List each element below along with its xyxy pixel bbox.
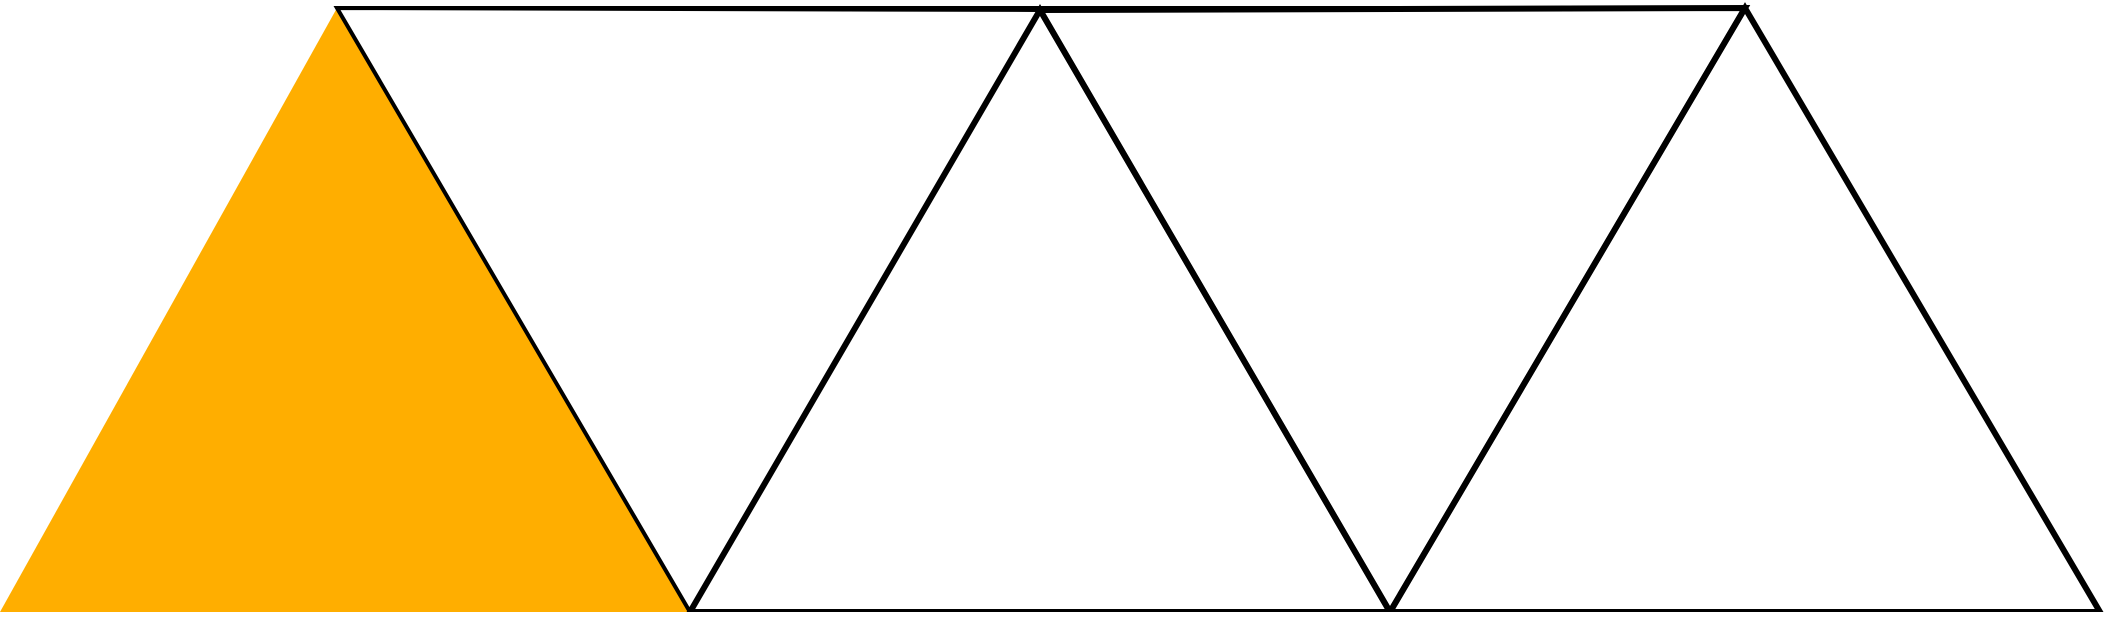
triangle-4 [1034,4,1751,618]
triangle-1-filled [0,8,690,612]
triangle-5 [1384,2,2106,615]
bottom-mask [0,612,2108,620]
triangle-3 [684,4,1396,615]
